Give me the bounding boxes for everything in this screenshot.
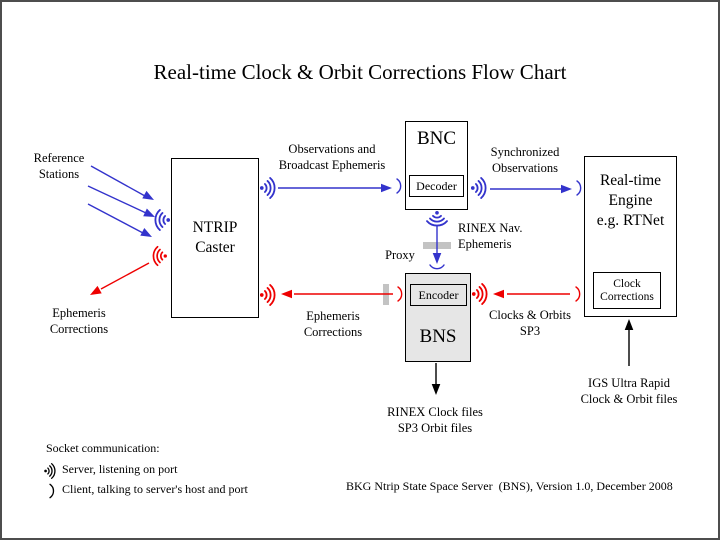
legend-client-icon [49,483,55,499]
bnc-label: BNC [416,128,457,149]
client-socket-icon [429,264,445,270]
server-socket-icon [154,209,171,231]
legend-server-icon [43,463,56,479]
footer-version-text: BKG Ntrip State Space Server (BNS), Vers… [346,479,673,493]
clocks-orbits-arrow [493,289,570,299]
label-observations: Observations and Broadcast Ephemeris [278,142,386,172]
igs-arrow [624,319,634,366]
reference-arrow-3 [87,203,155,241]
rinex-nav-arrow [432,225,442,264]
legend-server-text: Server, listening on port [62,462,178,476]
label-clocks-orbits-sp3: Clocks & Orbits SP3 [489,308,571,338]
reference-arrow-2 [87,185,157,221]
label-rinex-nav-ephemeris: RINEX Nav. Ephemeris [458,221,523,251]
label-rinex-clock-files: RINEX Clock files SP3 Orbit files [387,405,483,435]
label-igs-ultra-rapid: IGS Ultra Rapid Clock & Orbit files [580,376,678,406]
bnc-box: BNC Decoder [405,121,468,210]
ephemeris-out-arrow [87,262,150,299]
realtime-engine-label: e.g. RTNet [596,212,665,229]
client-socket-icon [575,286,581,302]
ntrip-caster-label: Caster [195,239,235,256]
server-socket-icon [470,177,487,199]
label-ephemeris-corrections-mid: Ephemeris Corrections [303,309,363,339]
reference-arrow-1 [90,165,157,204]
server-socket-icon [259,284,276,306]
page-title: Real-time Clock & Orbit Corrections Flow… [153,60,567,84]
ntrip-caster-box: NTRIP Caster [171,158,259,318]
server-socket-icon [259,177,276,199]
legend-client-text: Client, talking to server's host and por… [62,482,248,496]
label-reference-stations: Reference Stations [33,151,85,181]
label-proxy: Proxy [385,248,415,262]
legend-heading: Socket communication: [46,441,160,455]
encoder-box: Encoder [410,284,467,306]
encoder-label: Encoder [418,287,459,302]
bns-label: BNS [419,326,457,347]
realtime-engine-label: Engine [608,192,653,209]
realtime-engine-label: Real-time [599,172,662,189]
synchronized-arrow [490,184,572,194]
ephemeris-corrections-arrow [281,289,393,299]
bns-box: Encoder BNS [405,273,471,362]
client-socket-icon [396,178,402,194]
client-socket-icon [397,286,403,302]
client-socket-icon [576,180,582,196]
server-socket-icon [152,245,168,267]
server-socket-icon [426,210,448,227]
observations-arrow [278,183,392,193]
bns-files-arrow [431,363,441,395]
ntrip-caster-label: NTRIP [192,219,238,236]
label-ephemeris-corrections-left: Ephemeris Corrections [49,306,109,336]
label-synchronized-observations: Synchronized Observations [490,145,560,175]
decoder-label: Decoder [416,178,457,193]
server-socket-icon [471,283,488,305]
decoder-box: Decoder [409,175,464,197]
